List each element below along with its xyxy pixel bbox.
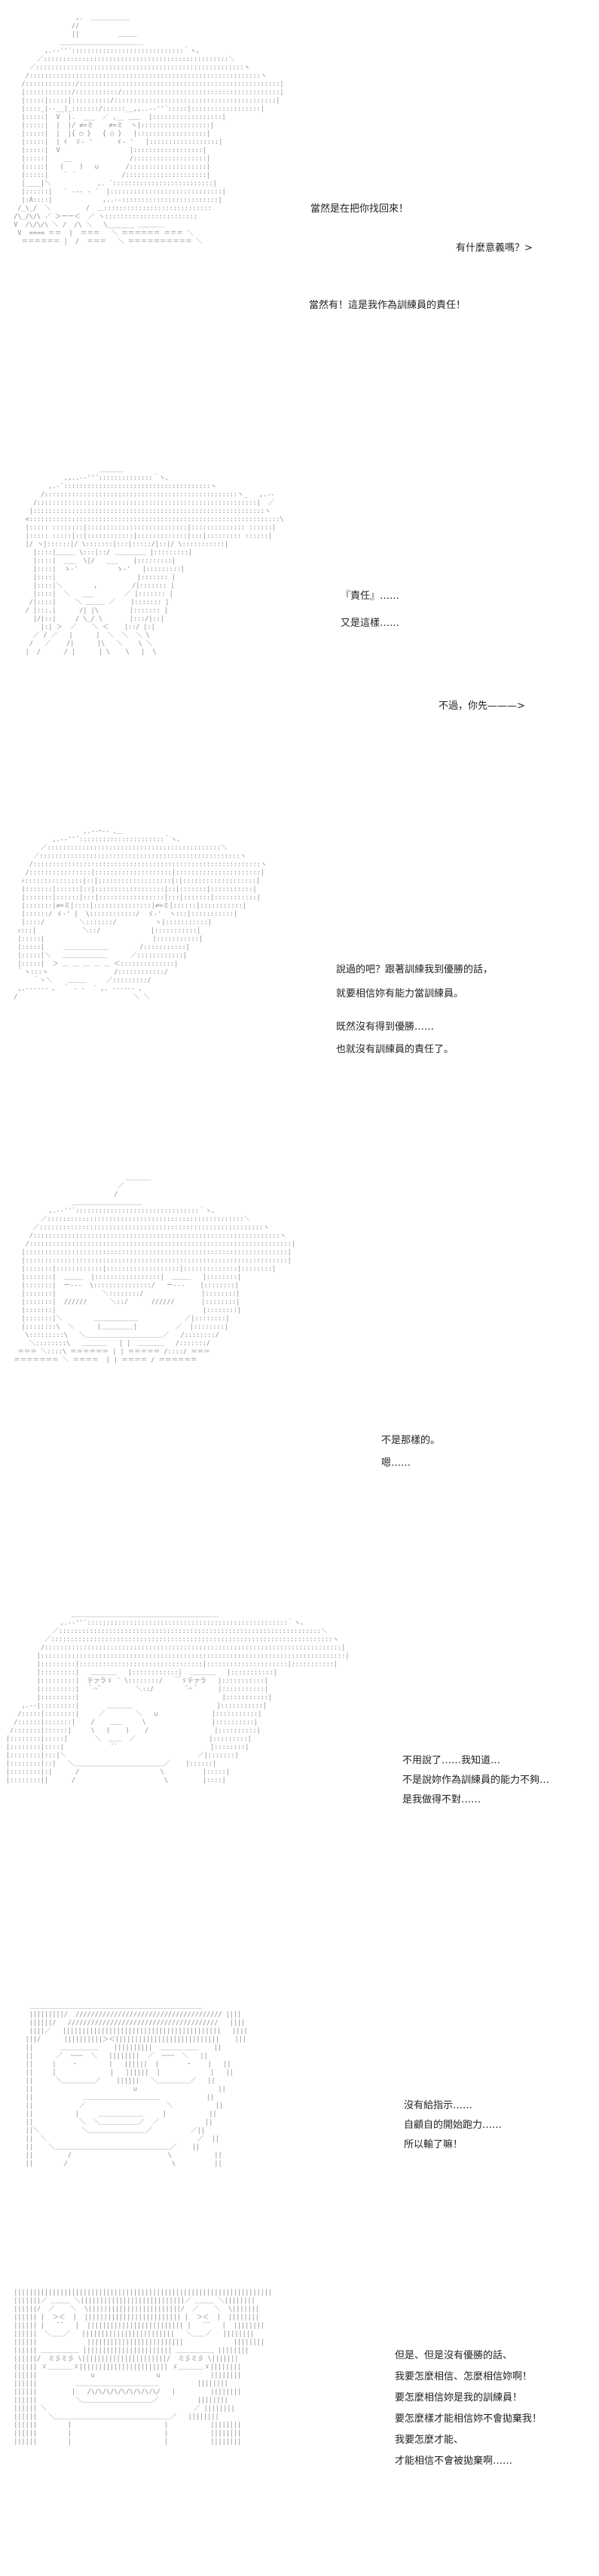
dialogue-line: 所以輸了嘛！	[404, 2139, 463, 2150]
panel-5: ＿＿＿＿＿＿＿＿＿＿＿＿＿＿＿＿＿＿＿＿＿＿＿ ,.-‐''´:::::::::…	[0, 1597, 599, 1988]
panel-6: ＿＿＿＿＿＿＿＿＿＿＿＿＿＿＿＿＿＿＿＿＿＿＿＿＿＿＿ |||||||||/ /…	[0, 1988, 599, 2275]
dialogue-line: 不過，你先———>	[439, 700, 525, 712]
ascii-art-panel-7: ||||||||||||||||||||||||||||||||||||||||…	[14, 2288, 273, 2446]
ascii-art-panel-4: ＿＿＿＿ ／ / ＿＿＿＿＿＿＿＿＿＿＿ ,.-‐''´::::::::::::…	[14, 1174, 295, 1364]
dialogue-line: 不是說妳作為訓練員的能力不夠…	[402, 1775, 550, 1786]
dialogue-line: 『責任』……	[341, 591, 400, 602]
dialogue-line: 又是這樣……	[341, 618, 400, 629]
panel-1: ,. ＿＿＿＿＿＿ // || ＿＿＿ ＿＿＿＿＿＿＿＿＿＿＿＿＿ ,.-‐''…	[0, 0, 599, 354]
dialogue-line: 但是、但是沒有優勝的話、	[395, 2350, 513, 2361]
dialogue-line: 不用說了……我知道…	[402, 1755, 501, 1766]
dialogue-line: 當然有！這是我作為訓練員的責任！	[309, 300, 466, 311]
panel-2: ＿＿＿＿ ,,..-‐''´::::::::::::::｀ヽ、 ,.‐´::::…	[0, 452, 599, 813]
dialogue-line: 要怎麼相信妳是我的訓練員！	[395, 2392, 523, 2404]
panel-7: ||||||||||||||||||||||||||||||||||||||||…	[0, 2275, 599, 2576]
dialogue-line: 嗯……	[381, 1457, 411, 1469]
dialogue-line: 我要怎麼相信、怎麼相信妳啊！	[395, 2371, 533, 2382]
panel-4: ＿＿＿＿ ／ / ＿＿＿＿＿＿＿＿＿＿＿ ,.-‐''´::::::::::::…	[0, 1160, 599, 1574]
dialogue-line: 我要怎麼才能、	[395, 2434, 464, 2446]
panel-3: ,.-‐ｰ‐- ､＿ ,.-‐''´::::::::::::::::::::::…	[0, 813, 599, 1160]
dialogue-line: 要怎麼樣才能相信妳不會拋棄我！	[395, 2413, 542, 2425]
dialogue-line: 是我做得不對……	[402, 1794, 481, 1805]
ascii-art-panel-5: ＿＿＿＿＿＿＿＿＿＿＿＿＿＿＿＿＿＿＿＿＿＿＿ ,.-‐''´:::::::::…	[6, 1610, 350, 1784]
dialogue-line: 才能相信不會被拋棄啊……	[395, 2455, 513, 2467]
dialogue-line: 就要相信妳有能力當訓練員。	[336, 988, 464, 1000]
dialogue-line: 沒有給指示……	[404, 2100, 473, 2111]
dialogue-line: 也就沒有訓練員的責任了。	[336, 1044, 454, 1055]
dialogue-line: 當然是在把你找回來！	[310, 203, 409, 215]
ascii-art-panel-2: ＿＿＿＿ ,,..-‐''´::::::::::::::｀ヽ、 ,.‐´::::…	[25, 465, 284, 656]
ascii-art-panel-1: ,. ＿＿＿＿＿＿ // || ＿＿＿ ＿＿＿＿＿＿＿＿＿＿＿＿＿ ,.-‐''…	[14, 14, 284, 246]
dialogue-line: 既然沒有得到優勝……	[336, 1021, 435, 1033]
dialogue-line: 說過的吧？跟著訓練我到優勝的話，	[336, 964, 494, 975]
dialogue-line: 自顧自的開始跑力……	[404, 2120, 503, 2131]
dialogue-line: 不是那樣的。	[381, 1435, 441, 1446]
ascii-art-panel-6: ＿＿＿＿＿＿＿＿＿＿＿＿＿＿＿＿＿＿＿＿＿＿＿＿＿＿＿ |||||||||/ /…	[25, 2002, 248, 2168]
ascii-art-panel-3: ,.-‐ｰ‐- ､＿ ,.-‐''´::::::::::::::::::::::…	[14, 827, 267, 1001]
dialogue-line: 有什麼意義嗎？>	[456, 243, 533, 254]
